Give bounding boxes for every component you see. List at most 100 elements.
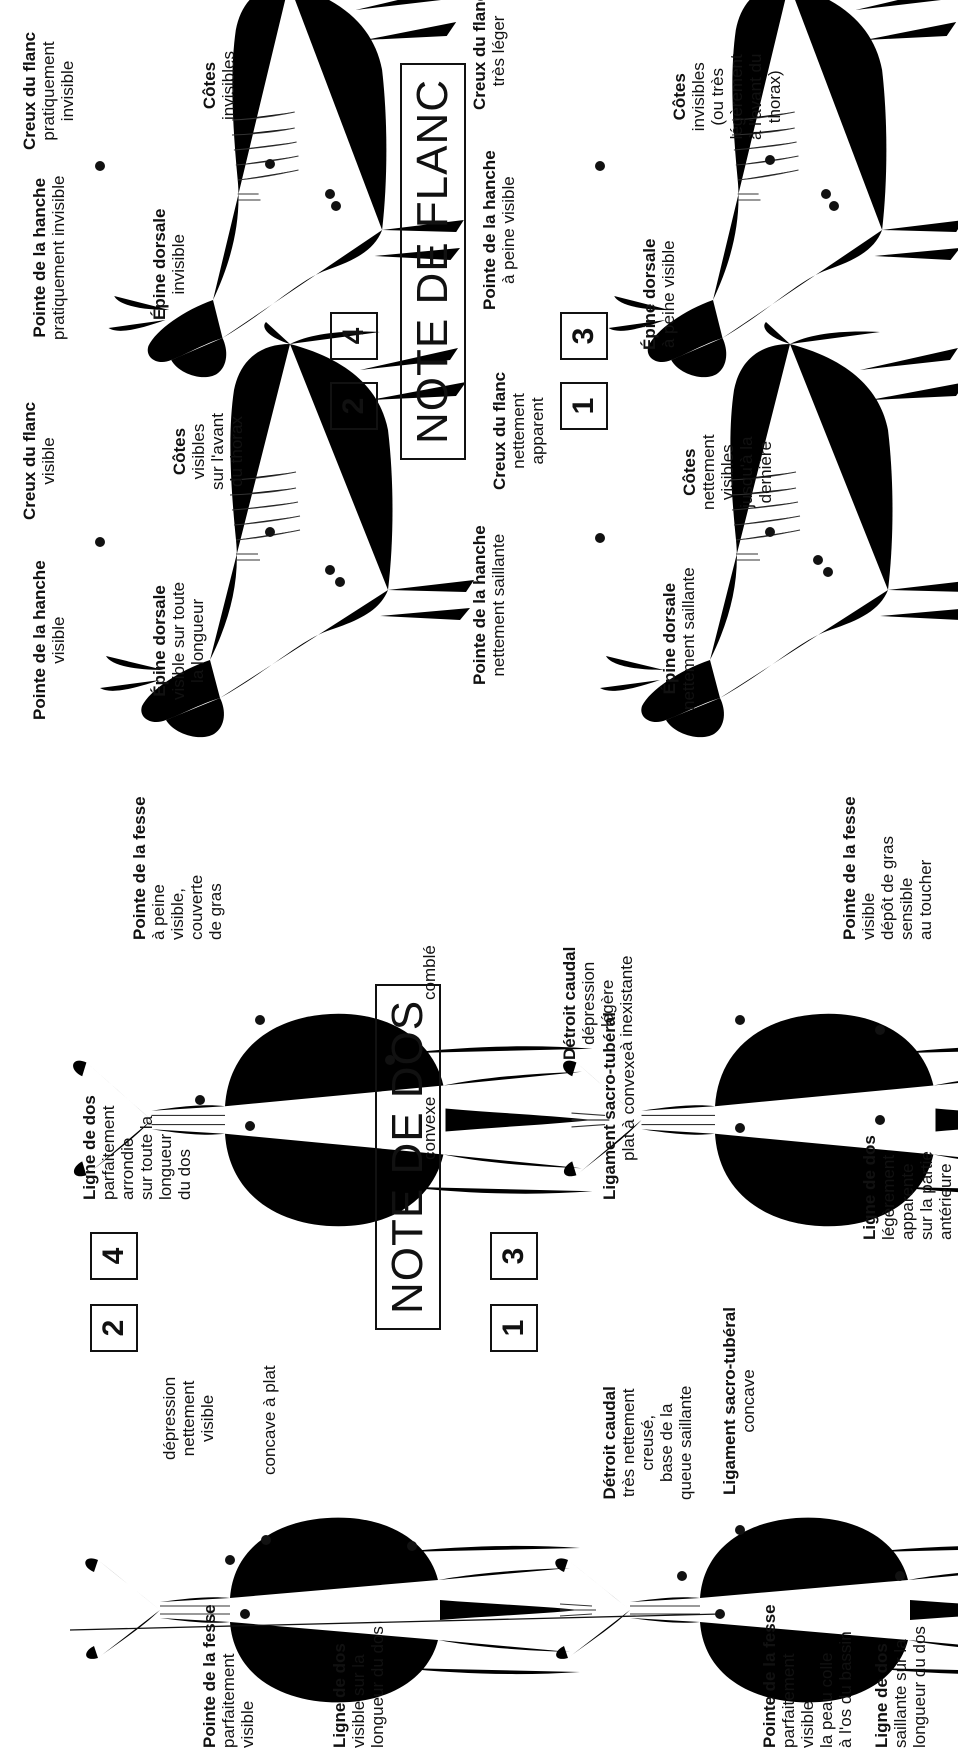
dos1-detroit: Détroit caudal très nettement creusé, ba… bbox=[600, 1386, 695, 1500]
flanc2-cotes-title: Côtes bbox=[170, 413, 189, 490]
flanc2-creux: Creux du flanc visible bbox=[20, 402, 58, 520]
flanc1-creux: Creux du flanc nettement apparent bbox=[490, 372, 547, 490]
flanc3-hanche-title: Pointe de la hanche bbox=[480, 150, 499, 310]
dos3-ligne-title: Ligne de dos bbox=[860, 1135, 879, 1240]
dos-number-1: 1 bbox=[490, 1304, 538, 1352]
flanc1-hanche-title: Pointe de la hanche bbox=[470, 525, 489, 685]
dos4-pointe: Pointe de la fesse à peine visible, couv… bbox=[130, 796, 225, 940]
dos3-detroit-value: dépression légère à inexistante bbox=[579, 947, 636, 1060]
dos2-pointe: Pointe de la fesse parfaitement visible bbox=[200, 1604, 257, 1748]
flanc-figure-1 bbox=[600, 322, 958, 737]
flanc3-cotes-title: Côtes bbox=[670, 54, 689, 140]
dos3-pointe-desc: visible dépôt de gras sensible au touche… bbox=[859, 796, 935, 940]
dos4-pointe-title: Pointe de la fesse bbox=[130, 796, 149, 940]
flanc4-hanche: Pointe de la hanche pratiquement invisib… bbox=[30, 176, 68, 340]
flanc1-creux-desc: nettement apparent bbox=[509, 372, 547, 490]
dos-number-3: 3 bbox=[490, 1232, 538, 1280]
flanc2-hanche: Pointe de la hanche visible bbox=[30, 560, 68, 720]
flanc3-creux-title: Creux du flanc bbox=[470, 0, 489, 110]
dos2-ligament-value: concave à plat bbox=[260, 1365, 279, 1475]
dos3-ligne: Ligne de dos légèrement apparente sur la… bbox=[860, 1135, 958, 1240]
flanc-number-3: 3 bbox=[560, 312, 608, 360]
flanc4-cotes-desc: invisibles bbox=[219, 51, 238, 120]
dos4-detroit-value: comblé bbox=[420, 945, 439, 1000]
dos4-ligne-desc: parfaitement arrondie sur toute la longu… bbox=[99, 1095, 194, 1200]
flanc2-cotes: Côtes visibles sur l'avant du thorax bbox=[170, 413, 246, 490]
flanc1-cotes-desc: nettement visibles jusqu'à la dernière bbox=[699, 434, 775, 510]
dos1-ligament-value: concave bbox=[739, 1307, 758, 1495]
flanc2-creux-desc: visible bbox=[39, 402, 58, 520]
dos1-ligne: Ligne de dos saillante sur la longueur d… bbox=[872, 1626, 929, 1748]
flanc1-epine: Épine dorsale nettement saillante bbox=[660, 567, 698, 710]
flanc3-epine-title: Épine dorsale bbox=[640, 239, 659, 350]
flanc4-creux-desc: pratiquement invisible bbox=[39, 32, 77, 150]
dos3-pointe: Pointe de la fesse visible dépôt de gras… bbox=[840, 796, 935, 940]
flanc2-epine-desc: visible sur toute la longueur bbox=[169, 582, 207, 700]
flanc3-cotes: Côtes invisibles (ou très légèrement à l… bbox=[670, 54, 784, 140]
dos4-pointe-desc: à peine visible, couverte de gras bbox=[149, 796, 225, 940]
dos1-pointe: Pointe de la fesse parfaitement visible … bbox=[760, 1604, 855, 1748]
dos-number-2: 2 bbox=[90, 1304, 138, 1352]
flanc3-creux-desc: très léger bbox=[489, 0, 508, 110]
flanc1-cotes-title: Côtes bbox=[680, 434, 699, 510]
dos2-ligament: concave à plat bbox=[260, 1365, 279, 1475]
dos1-detroit-value: très nettement creusé, base de la queue … bbox=[619, 1386, 695, 1500]
dos2-detroit-value: dépression nettement visible bbox=[160, 1377, 217, 1460]
flanc2-epine-title: Épine dorsale bbox=[150, 582, 169, 700]
flanc4-cotes: Côtes invisibles bbox=[200, 51, 238, 120]
dos3-ligne-desc: légèrement apparente sur la partie antér… bbox=[879, 1135, 958, 1240]
dos2-ligne: Ligne de dos visible sur la longueur du … bbox=[330, 1626, 387, 1748]
flanc1-epine-title: Épine dorsale bbox=[660, 567, 679, 710]
flanc2-creux-title: Creux du flanc bbox=[20, 402, 39, 520]
title-note-de-flanc: NOTE DE FLANC bbox=[400, 63, 466, 460]
flanc3-epine-desc: à peine visible bbox=[659, 239, 678, 350]
dos1-ligne-title: Ligne de dos bbox=[872, 1626, 891, 1748]
dos2-ligne-desc: visible sur la longueur du dos bbox=[349, 1626, 387, 1748]
flanc3-hanche: Pointe de la hanche à peine visible bbox=[480, 150, 518, 310]
dos4-ligne-title: Ligne de dos bbox=[80, 1095, 99, 1200]
dos1-pointe-desc: parfaitement visible la peau colle à l'o… bbox=[779, 1604, 855, 1748]
dos3-detroit: Détroit caudal dépression légère à inexi… bbox=[560, 947, 636, 1060]
dos-number-4: 4 bbox=[90, 1232, 138, 1280]
flanc2-epine: Épine dorsale visible sur toute la longu… bbox=[150, 582, 207, 700]
flanc4-epine-desc: invisible bbox=[169, 209, 188, 320]
dos4-ligne: Ligne de dos parfaitement arrondie sur t… bbox=[80, 1095, 194, 1200]
flanc4-cotes-title: Côtes bbox=[200, 51, 219, 120]
dos4-ligament: convexe bbox=[420, 1097, 439, 1160]
dos4-detroit: comblé bbox=[420, 945, 439, 1000]
dos3-pointe-title: Pointe de la fesse bbox=[840, 796, 859, 940]
flanc3-hanche-desc: à peine visible bbox=[499, 150, 518, 310]
flanc1-cotes: Côtes nettement visibles jusqu'à la dern… bbox=[680, 434, 775, 510]
dos2-pointe-desc: parfaitement visible bbox=[219, 1604, 257, 1748]
flanc-number-1: 1 bbox=[560, 382, 608, 430]
flanc4-hanche-title: Pointe de la hanche bbox=[30, 176, 49, 340]
flanc4-creux-title: Creux du flanc bbox=[20, 32, 39, 150]
dos1-ligament-title: Ligament sacro-tubéral bbox=[720, 1307, 739, 1495]
flanc3-creux: Creux du flanc très léger bbox=[470, 0, 508, 110]
flanc3-cotes-desc: invisibles (ou très légèrement à l'avant… bbox=[689, 54, 784, 140]
dos1-ligne-desc: saillante sur la longueur du dos bbox=[891, 1626, 929, 1748]
flanc4-creux: Creux du flanc pratiquement invisible bbox=[20, 32, 77, 150]
flanc4-epine-title: Épine dorsale bbox=[150, 209, 169, 320]
dos2-ligne-title: Ligne de dos bbox=[330, 1626, 349, 1748]
flanc1-hanche: Pointe de la hanche nettement saillante bbox=[470, 525, 508, 685]
flanc1-epine-desc: nettement saillante bbox=[679, 567, 698, 710]
flanc1-hanche-desc: nettement saillante bbox=[489, 525, 508, 685]
flanc-number-4: 4 bbox=[330, 312, 378, 360]
dos1-ligament: Ligament sacro-tubéral concave bbox=[720, 1307, 758, 1495]
dos2-detroit: dépression nettement visible bbox=[160, 1377, 217, 1460]
flanc4-hanche-desc: pratiquement invisible bbox=[49, 176, 68, 340]
flanc4-epine: Épine dorsale invisible bbox=[150, 209, 188, 320]
flanc2-cotes-desc: visibles sur l'avant du thorax bbox=[189, 413, 246, 490]
flanc1-creux-title: Creux du flanc bbox=[490, 372, 509, 490]
flanc2-hanche-title: Pointe de la hanche bbox=[30, 560, 49, 720]
flanc3-epine: Épine dorsale à peine visible bbox=[640, 239, 678, 350]
dos3-detroit-title: Détroit caudal bbox=[560, 947, 579, 1060]
dos1-pointe-title: Pointe de la fesse bbox=[760, 1604, 779, 1748]
flanc-number-2: 2 bbox=[330, 382, 378, 430]
dos1-detroit-title: Détroit caudal bbox=[600, 1386, 619, 1500]
dos4-ligament-value: convexe bbox=[420, 1097, 439, 1160]
flanc2-hanche-desc: visible bbox=[49, 560, 68, 720]
